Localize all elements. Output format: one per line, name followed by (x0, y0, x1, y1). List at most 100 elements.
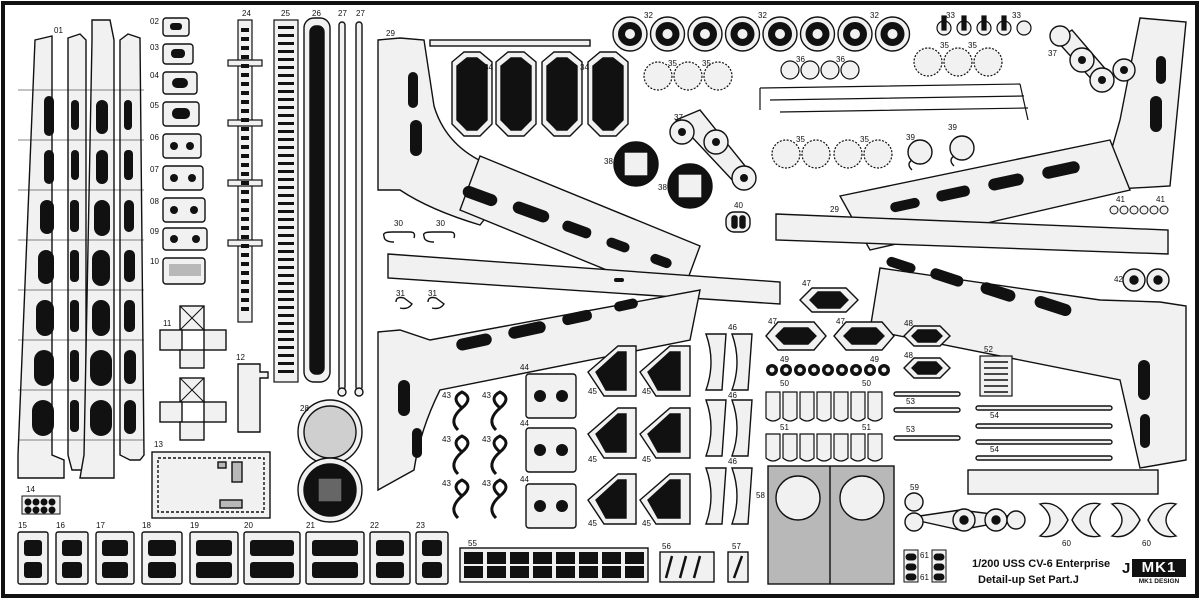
part-label-51b: 51 (862, 423, 871, 432)
part-label-45f: 45 (642, 519, 651, 528)
part-60 (1038, 502, 1178, 538)
part-label-53b: 53 (906, 425, 915, 434)
part-label-55: 55 (468, 539, 477, 548)
part-label-58: 58 (756, 491, 765, 500)
part-label-52: 52 (984, 345, 993, 354)
part-label-54a: 54 (990, 411, 999, 420)
part-41 (1109, 205, 1169, 215)
part-label-45c: 45 (588, 455, 597, 464)
parts-50-51 (765, 391, 883, 462)
sheet-subtitle: Detail-up Set Part.J (978, 574, 1079, 586)
part-label-27a: 27 (338, 9, 347, 18)
part-label-24: 24 (242, 9, 251, 18)
part-61 (903, 549, 947, 583)
part-label-19: 19 (190, 521, 199, 530)
part-44 (525, 373, 577, 529)
part-label-47b: 47 (768, 317, 777, 326)
part-27-rods (337, 21, 364, 397)
part-label-02: 02 (150, 17, 159, 26)
part-label-44b: 44 (520, 419, 529, 428)
part-label-35c: 35 (940, 41, 949, 50)
part-52 (979, 355, 1013, 397)
part-35-discs (643, 47, 1003, 169)
part-label-49a: 49 (780, 355, 789, 364)
part-label-16: 16 (56, 521, 65, 530)
part-label-47c: 47 (836, 317, 845, 326)
part-label-04: 04 (150, 71, 159, 80)
part-59 (904, 492, 1026, 532)
part-label-22: 22 (370, 521, 379, 530)
part-label-37a: 37 (674, 113, 683, 122)
part-25-ladder (273, 19, 299, 383)
part-label-12: 12 (236, 353, 245, 362)
part-42 (1122, 268, 1170, 292)
parts-47-48 (765, 287, 951, 379)
part-label-45e: 45 (588, 519, 597, 528)
part-label-48b: 48 (904, 351, 913, 360)
part-label-07: 07 (150, 165, 159, 174)
part-label-18: 18 (142, 521, 151, 530)
part-label-34a: 34 (484, 63, 493, 72)
part-45 (587, 345, 691, 525)
part-58 (767, 465, 895, 585)
part-letter: J (1122, 560, 1131, 577)
part-label-35e: 35 (796, 135, 805, 144)
part-label-21: 21 (306, 521, 315, 530)
part-label-61b: 61 (920, 573, 929, 582)
part-label-03: 03 (150, 43, 159, 52)
part-label-50a: 50 (780, 379, 789, 388)
sheet-title: 1/200 USS CV-6 Enterprise (972, 558, 1111, 570)
part-12 (237, 363, 269, 433)
part-label-61a: 61 (920, 551, 929, 560)
part-39 (907, 135, 975, 171)
part-label-46c: 46 (728, 457, 737, 466)
part-label-43f: 43 (482, 479, 491, 488)
part-49 (766, 364, 890, 376)
part-label-13: 13 (154, 440, 163, 449)
part-label-28: 28 (300, 404, 309, 413)
part-32-wheels (612, 16, 911, 52)
part-label-38a: 38 (604, 157, 613, 166)
part-33 (936, 15, 1032, 36)
part-label-51a: 51 (780, 423, 789, 432)
part-label-43e: 43 (442, 479, 451, 488)
part-label-44c: 44 (520, 475, 529, 484)
part-11 (159, 305, 227, 441)
part-label-39b: 39 (948, 123, 957, 132)
part-43 (452, 390, 508, 520)
part-label-43d: 43 (482, 435, 491, 444)
part-40 (725, 211, 751, 233)
part-28 (297, 399, 363, 523)
part-label-49b: 49 (870, 355, 879, 364)
part-label-43a: 43 (442, 391, 451, 400)
part-label-56: 56 (662, 542, 671, 551)
part-label-31a: 31 (396, 289, 405, 298)
part-label-44a: 44 (520, 363, 529, 372)
part-label-34b: 34 (580, 63, 589, 72)
part-label-41b: 41 (1156, 195, 1165, 204)
part-label-53a: 53 (906, 397, 915, 406)
part-label-35b: 35 (702, 59, 711, 68)
parts-56-57 (659, 551, 749, 583)
part-label-50b: 50 (862, 379, 871, 388)
deck-slots (398, 56, 1166, 458)
part-14 (21, 495, 61, 515)
part-label-41a: 41 (1116, 195, 1125, 204)
part-label-37b: 37 (1048, 49, 1057, 58)
part-label-11: 11 (163, 319, 172, 328)
part-label-46a: 46 (728, 323, 737, 332)
parts-30-31 (382, 231, 456, 310)
part-01-grid (18, 89, 144, 441)
part-label-17: 17 (96, 521, 105, 530)
part-label-15: 15 (18, 521, 27, 530)
part-label-14: 14 (26, 485, 35, 494)
part-01-windows (32, 96, 136, 436)
part-label-32a: 32 (644, 11, 653, 20)
part-label-35a: 35 (668, 59, 677, 68)
part-46 (705, 333, 753, 525)
part-label-43b: 43 (482, 391, 491, 400)
part-label-57: 57 (732, 542, 741, 551)
part-label-20: 20 (244, 521, 253, 530)
part-label-27b: 27 (356, 9, 365, 18)
